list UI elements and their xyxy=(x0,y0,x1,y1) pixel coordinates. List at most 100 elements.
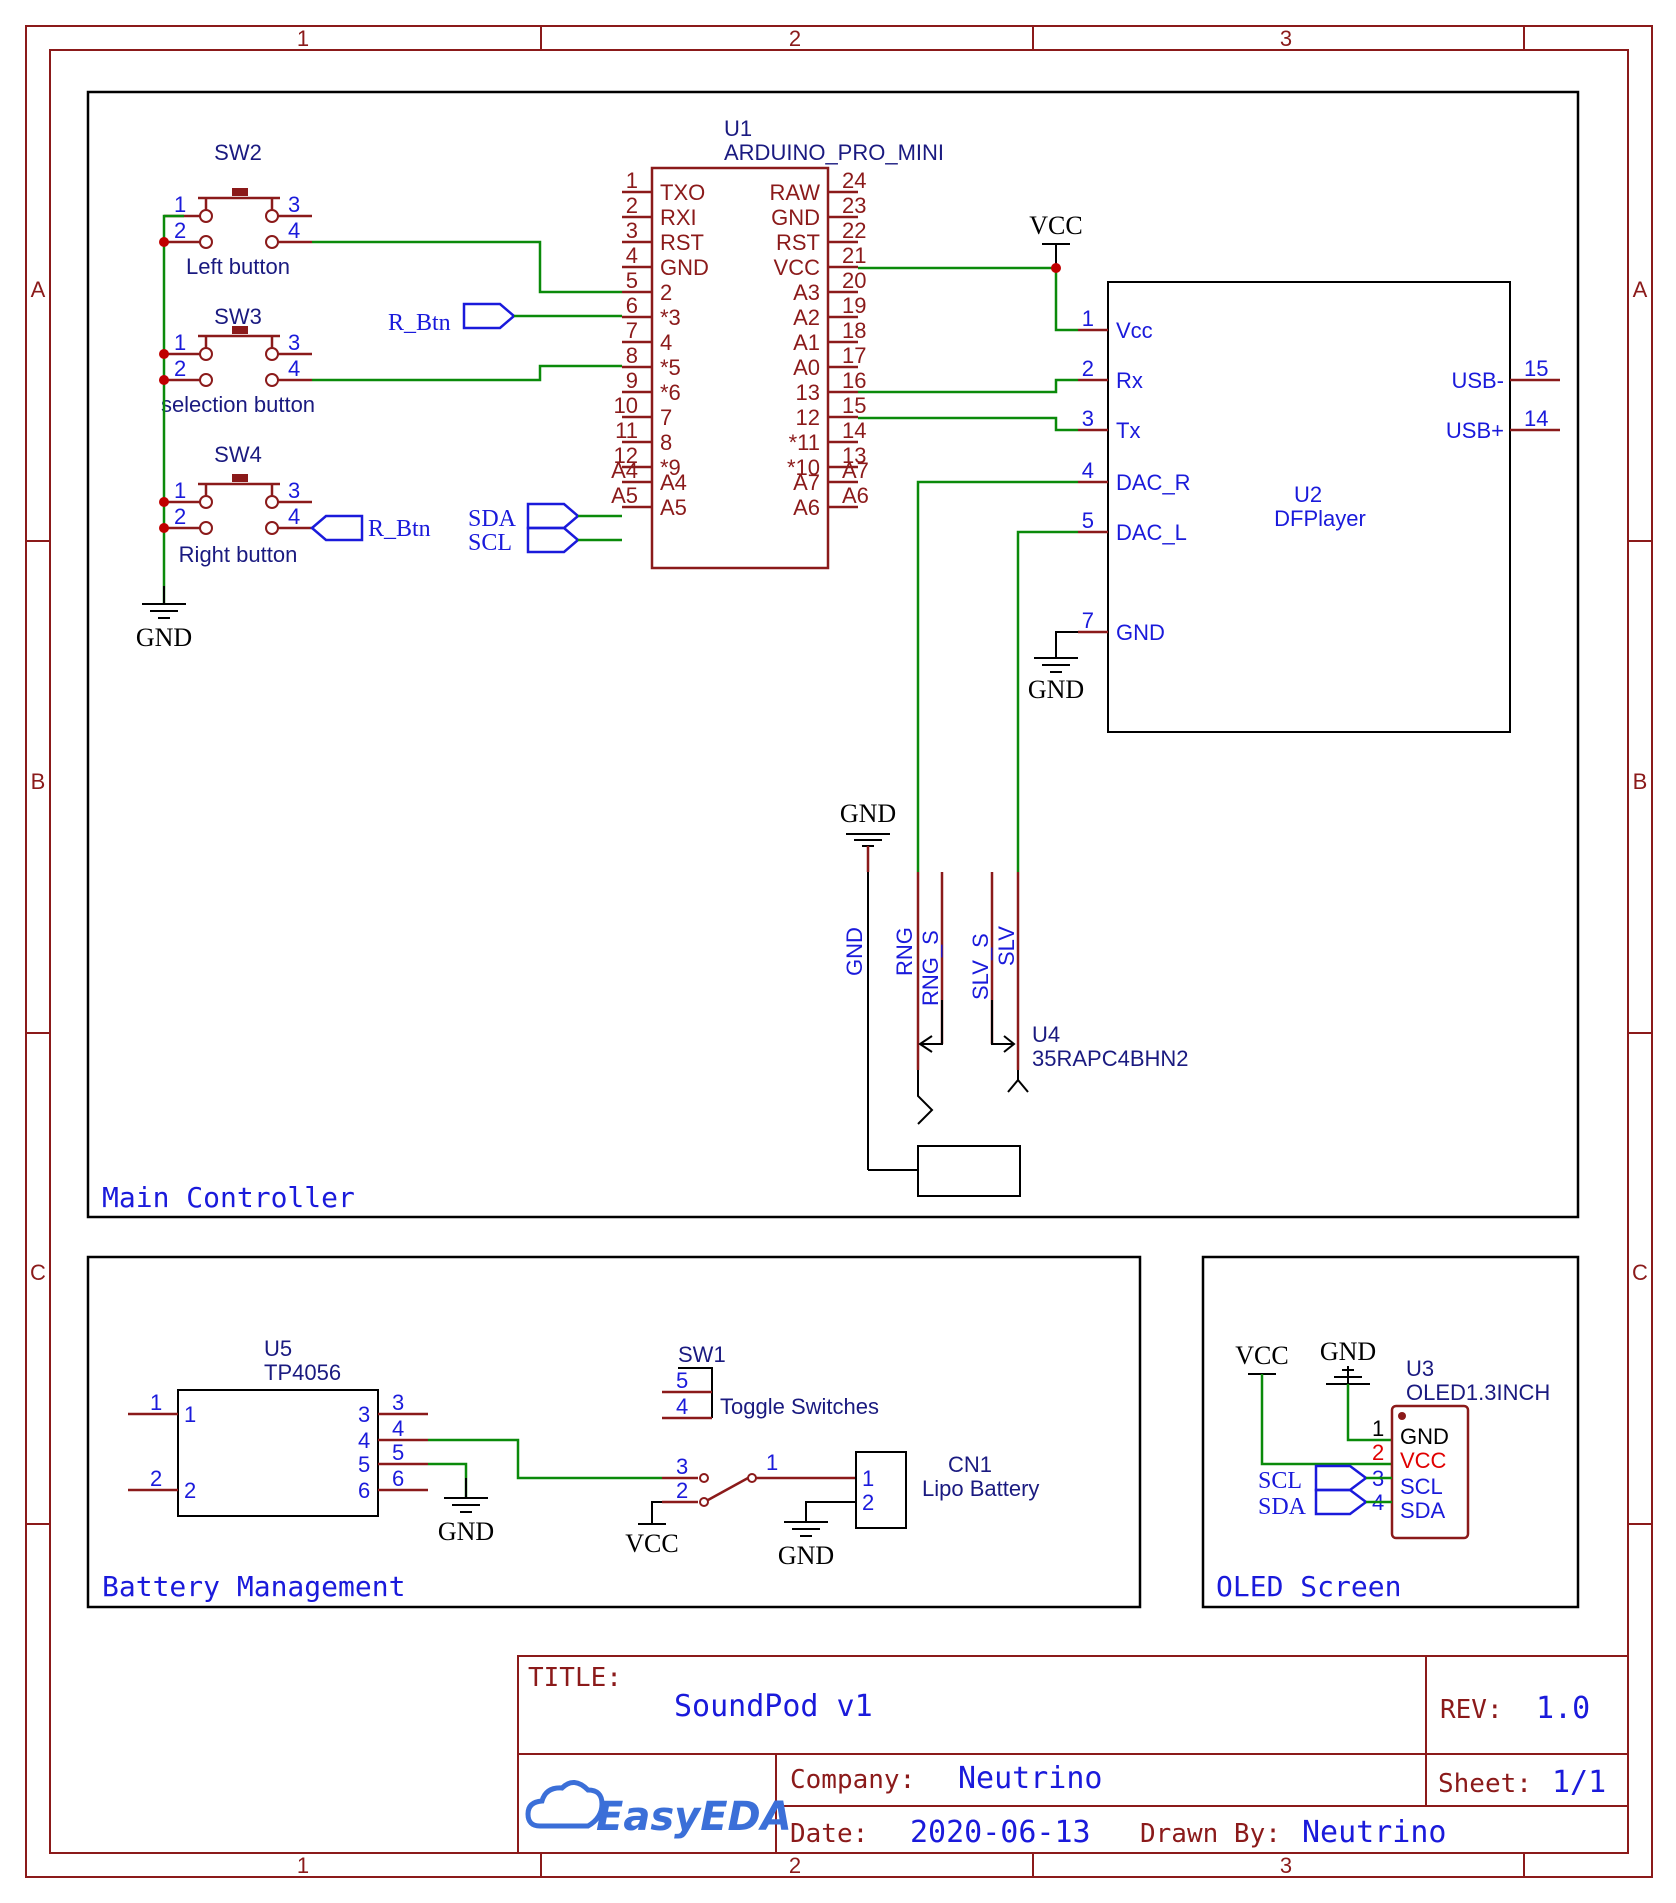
title-value: SoundPod v1 xyxy=(674,1689,873,1724)
u1-left-pin-name: 7 xyxy=(660,405,672,430)
u3-pin-4-name: SDA xyxy=(1400,1498,1446,1523)
u4-audio-jack: GND GND RNG RNG_S SLV_S SLV U4 35RAPC4BH… xyxy=(840,799,1189,1197)
cn1-name: Lipo Battery xyxy=(922,1476,1039,1501)
sw2-pin-4: 4 xyxy=(288,218,300,243)
gnd-label-u2: GND xyxy=(1028,675,1084,704)
u1-left-pin-name: *5 xyxy=(660,355,681,380)
u5-body xyxy=(177,1389,379,1517)
wire-dac-r xyxy=(916,480,1078,872)
row-label-b-right: B xyxy=(1633,769,1648,794)
u1-left-pin-name: 8 xyxy=(660,430,672,455)
main-controller-box xyxy=(86,90,1580,1219)
u1-left-pin-num: 8 xyxy=(626,343,638,368)
gnd-symbol-tp4056: GND xyxy=(438,1478,494,1546)
cn1-battery: GND 1 2 CN1 Lipo Battery xyxy=(778,1451,1039,1570)
u3-pin-2-num: 2 xyxy=(1372,1440,1384,1465)
u4-pin-gnd: GND xyxy=(842,927,867,976)
u2-left-pin-name: GND xyxy=(1116,620,1165,645)
u3-ref: U3 xyxy=(1406,1356,1434,1381)
sda-label-u1: SDA xyxy=(468,506,517,532)
u1-left-pin-num: 3 xyxy=(626,218,638,243)
u1-left-pin-num: 7 xyxy=(626,318,638,343)
u1-right-pin-name: GND xyxy=(771,205,820,230)
vcc-symbol-main: VCC xyxy=(858,211,1083,332)
main-controller-label: Main Controller xyxy=(102,1181,355,1214)
sw2-pin-3: 3 xyxy=(288,192,300,217)
col-label-1: 1 xyxy=(297,26,309,51)
u5-pin-2-name: 2 xyxy=(184,1478,196,1503)
u2-right-pin-num: 15 xyxy=(1524,356,1548,381)
vcc-label-sw1: VCC xyxy=(625,1529,678,1558)
sw4-label: Right button xyxy=(179,542,298,567)
u2-left-pin-num: 2 xyxy=(1082,356,1094,381)
u1-left-pin-num: A5 xyxy=(611,483,638,508)
u3-pin-1-num: 1 xyxy=(1372,1416,1384,1441)
u4-pin-rng: RNG xyxy=(892,927,917,976)
battery-management-box xyxy=(86,1255,1142,1609)
sw2-pin-1: 1 xyxy=(174,192,186,217)
row-label-a: A xyxy=(31,277,46,302)
u1-right-pin-name: 12 xyxy=(796,405,820,430)
u2-ref: U2 xyxy=(1294,482,1322,507)
sw1-pin-2: 2 xyxy=(676,1478,688,1503)
u5-pin-1-num: 1 xyxy=(150,1390,162,1415)
sw3-pin-4: 4 xyxy=(288,356,300,381)
u1-right-pin-name: A0 xyxy=(793,355,820,380)
wire-left-button xyxy=(312,240,622,294)
u3-pin-1-name: GND xyxy=(1400,1424,1449,1449)
u1-left-pin-name: A5 xyxy=(660,495,687,520)
u2-body xyxy=(1107,281,1511,733)
u1-right-pin-name: *10 xyxy=(787,455,820,480)
u5-pin-6-name: 6 xyxy=(358,1478,370,1503)
u2-right-pin-name: USB- xyxy=(1451,368,1504,393)
u5-ref: U5 xyxy=(264,1336,292,1361)
u1-left-pin-name: RST xyxy=(660,230,704,255)
u1-right-pin-name: VCC xyxy=(774,255,821,280)
date-label: Date: xyxy=(790,1819,868,1849)
sw1-pin-1: 1 xyxy=(766,1450,778,1475)
row-label-c-right: C xyxy=(1632,1260,1648,1285)
u1-right-pin-num: 13 xyxy=(842,443,866,468)
u1-left-pin-num: 6 xyxy=(626,293,638,318)
u1-left-pin-num: 12 xyxy=(614,443,638,468)
u1-right-pin-name: A6 xyxy=(793,495,820,520)
cn1-body xyxy=(855,1451,907,1529)
u1-right-pin-num: A6 xyxy=(842,483,869,508)
sw3-label: selection button xyxy=(161,392,315,417)
rev-value: 1.0 xyxy=(1536,1691,1590,1726)
col-label-3: 3 xyxy=(1280,26,1292,51)
col-label-2: 2 xyxy=(789,26,801,51)
u1-right-pins: 24RAW23GND22RST21VCC20A319A218A117A01613… xyxy=(769,168,868,520)
net-flag-rbtn-u1: R_Btn xyxy=(388,302,622,336)
logo-text: EasyEDA xyxy=(596,1794,792,1840)
u2-left-pin-name: Vcc xyxy=(1116,318,1153,343)
u1-right-pin-num: 19 xyxy=(842,293,866,318)
u5-name: TP4056 xyxy=(264,1360,341,1385)
sw2-switch: SW2 1 2 3 4 Left button xyxy=(164,140,312,279)
u1-left-pin-num: 10 xyxy=(614,393,638,418)
wire-u1-d13-to-rx xyxy=(858,378,1078,394)
u1-right-pin-name: RST xyxy=(776,230,820,255)
sheet-value: 1/1 xyxy=(1552,1765,1606,1800)
sw3-pin-2: 2 xyxy=(174,356,186,381)
u2-left-pin-name: DAC_L xyxy=(1116,520,1187,545)
rbtn-label-u1: R_Btn xyxy=(388,310,451,336)
sw1-ref: SW1 xyxy=(678,1342,726,1367)
u1-right-pin-num: 18 xyxy=(842,318,866,343)
sw4-pin-2: 2 xyxy=(174,504,186,529)
u3-pin-3-name: SCL xyxy=(1400,1474,1443,1499)
u1-right-pin-num: 17 xyxy=(842,343,866,368)
u1-name: ARDUINO_PRO_MINI xyxy=(724,140,944,165)
sw4-pin-3: 3 xyxy=(288,478,300,503)
col-label-3-bottom: 3 xyxy=(1280,1853,1292,1878)
u4-sleeve xyxy=(917,1145,1021,1197)
u1-right-pin-num: A7 xyxy=(842,458,869,483)
cn1-pin-1: 1 xyxy=(862,1466,874,1491)
sw1-pin-3: 3 xyxy=(676,1454,688,1479)
sw1-pin-5: 5 xyxy=(676,1368,688,1393)
